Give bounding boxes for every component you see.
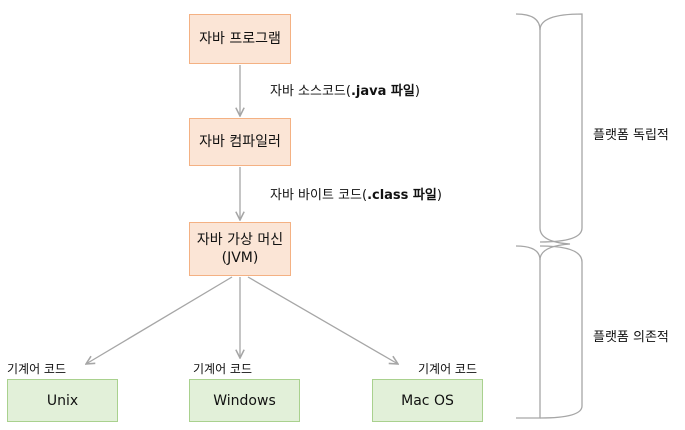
arrow-jvm-to-macos bbox=[247, 276, 398, 364]
platform-independent-label: 플랫폼 독립적 bbox=[593, 128, 669, 143]
brace-platform-dependent bbox=[515, 245, 541, 419]
source-code-ext: .java 파일 bbox=[350, 84, 415, 99]
java-compiler-label: 자바 컴파일러 bbox=[199, 134, 281, 150]
brace-platform-independent bbox=[515, 13, 571, 261]
jvm-box: 자바 가상 머신 (JVM) bbox=[189, 222, 291, 276]
unix-box: Unix bbox=[7, 379, 118, 422]
java-program-box: 자바 프로그램 bbox=[189, 14, 291, 64]
platform-dependent-label: 플랫폼 의존적 bbox=[593, 330, 669, 345]
machine-code-label-windows: 기계어 코드 bbox=[193, 362, 253, 376]
macos-box: Mac OS bbox=[372, 379, 483, 422]
bytecode-prefix: 자바 바이트 코드( bbox=[270, 188, 368, 203]
macos-label: Mac OS bbox=[401, 392, 454, 409]
source-code-suffix: ) bbox=[414, 84, 420, 99]
windows-label: Windows bbox=[213, 392, 276, 409]
unix-label: Unix bbox=[46, 392, 79, 409]
edge-label-source-code: 자바 소스코드(.java 파일) bbox=[270, 80, 420, 99]
jvm-label-line2: (JVM) bbox=[221, 250, 259, 266]
brace-platform-dependent-right bbox=[539, 245, 583, 419]
machine-code-label-unix: 기계어 코드 bbox=[7, 362, 67, 376]
edge-label-bytecode: 자바 바이트 코드(.class 파일) bbox=[270, 184, 442, 203]
arrow-jvm-to-unix bbox=[86, 276, 233, 364]
java-compiler-box: 자바 컴파일러 bbox=[189, 118, 291, 166]
machine-code-label-macos: 기계어 코드 bbox=[418, 362, 478, 376]
windows-box: Windows bbox=[189, 379, 300, 422]
jvm-label-line1: 자바 가상 머신 bbox=[196, 232, 284, 248]
brace-platform-independent-top bbox=[539, 13, 583, 243]
source-code-prefix: 자바 소스코드( bbox=[270, 84, 351, 99]
java-program-label: 자바 프로그램 bbox=[199, 31, 281, 47]
bytecode-suffix: ) bbox=[436, 188, 442, 203]
bytecode-ext: .class 파일 bbox=[367, 188, 437, 203]
